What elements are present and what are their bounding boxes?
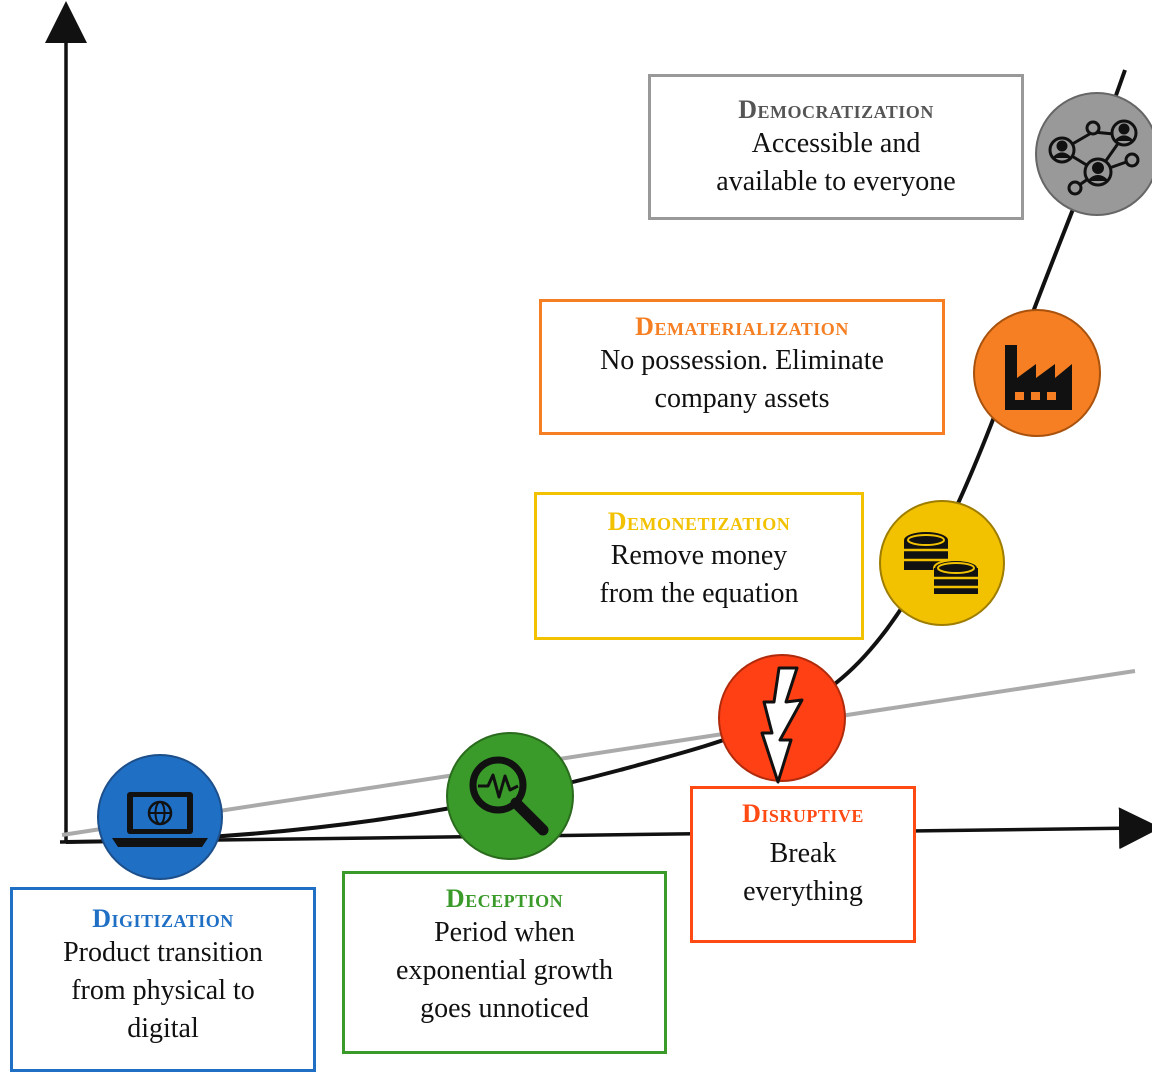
democratization-title: Democratization [738,95,934,124]
democratization-icon-circle [1035,92,1152,216]
demonetization-title: Demonetization [607,507,791,536]
dematerialization-box: Dematerialization No possession. Elimina… [539,299,945,435]
digitization-icon-circle [97,754,223,880]
exponential-growth-curve [65,69,1127,844]
deception-box: Deception Period when exponential growth… [342,871,667,1054]
demonetization-icon-circle [879,500,1005,626]
dematerialization-icon-circle [973,309,1101,437]
dematerialization-description: No possession. Eliminate company assets [600,345,884,414]
disruptive-description: Break everything [743,838,863,907]
disruptive-title: Disruptive [742,799,864,828]
network-people-icon [1048,119,1140,196]
demonetization-description: Remove money from the equation [599,540,799,609]
disruptive-box: Disruptive Break everything [690,786,916,943]
democratization-box: Democratization Accessible and available… [648,74,1024,220]
demonetization-box: Demonetization Remove money from the equ… [534,492,864,640]
coins-icon [904,532,979,594]
digitization-title: Digitization [92,904,234,933]
factory-icon [1005,345,1072,410]
x-axis [59,807,1152,850]
magnifier-pulse-icon [469,756,549,836]
deception-title: Deception [445,884,564,913]
digitization-description: Product transition from physical to digi… [63,937,263,1044]
disruptive-icon-circle [718,654,846,784]
deception-icon-circle [446,732,574,860]
lightning-icon [760,666,804,784]
digitization-box: Digitization Product transition from phy… [10,887,316,1072]
linear-growth-line [61,669,1136,837]
laptop-globe-icon [112,792,208,847]
democratization-description: Accessible and available to everyone [716,128,956,197]
dematerialization-title: Dematerialization [635,312,849,341]
deception-description: Period when exponential growth goes unno… [396,917,613,1024]
